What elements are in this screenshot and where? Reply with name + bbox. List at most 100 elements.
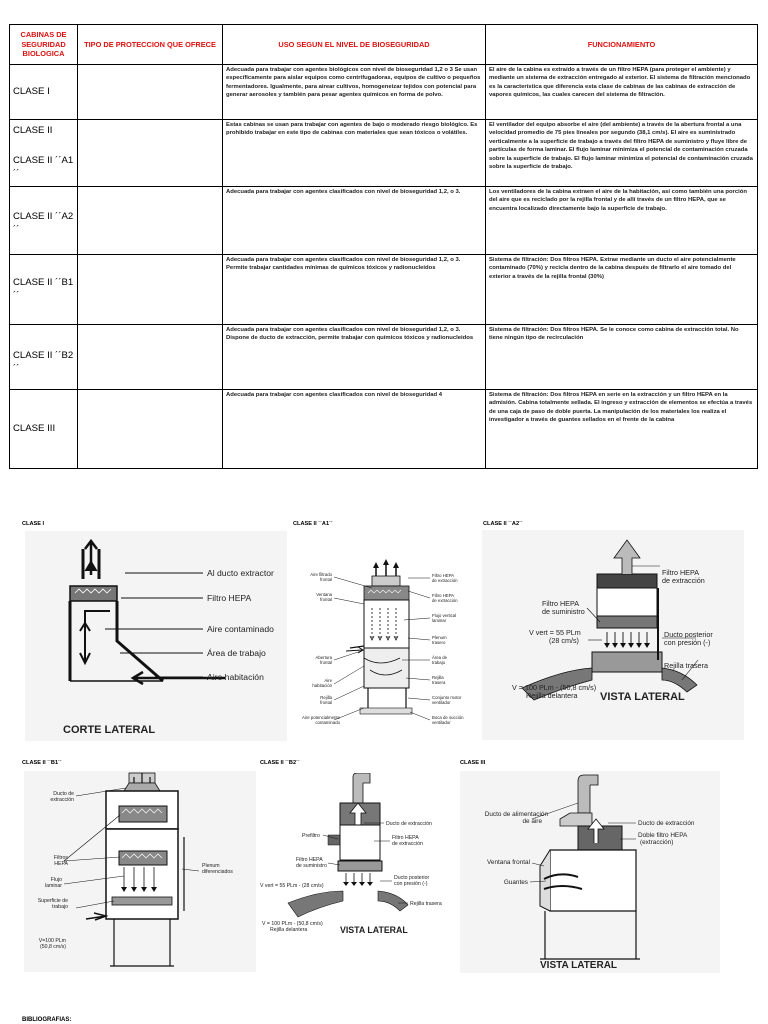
caption-clase-iii: CLASE III [460,760,486,766]
fig3-l2b: de suministro [542,607,585,616]
fig6-l5: Guantes [504,879,528,886]
fig5-l2: Prefiltro [302,833,320,839]
header-funcionamiento: FUNCIONAMIENTO [485,24,758,65]
fig2-r3b: laminar [432,618,447,623]
fig2-r6: Rejilla [432,675,444,680]
func-cell: Los ventiladores de la cabina extraen el… [485,186,758,255]
fig5-l5: V vert = 55 PLm - (28 cm/s) [260,883,324,889]
fig3-l4: Ducto posterior [664,630,713,639]
fig5-l7: Rejilla trasera [410,901,442,907]
fig4-l1: Ducto de [53,791,74,797]
fig4-l3: Flujo [51,877,62,883]
table-row: CLASE III Adecuada para trabajar con age… [9,389,758,469]
fig3-l1b: de extracción [662,576,705,585]
fig1-label-hepa: Filtro HEPA [207,593,252,603]
fig3-l3: V vert = 55 PLm [529,628,581,637]
func-cell: El aire de la cabina es extraído a travé… [485,64,758,120]
fig5-title: VISTA LATERAL [340,925,408,935]
fig2-l1b: frontal [320,577,332,582]
clase-i-diagram: Al ducto extractor Filtro HEPA Aire cont… [25,531,287,741]
fig4-l4: Superficie de [38,898,68,904]
fig2-r4b: trasero [432,640,446,645]
fig2-r4: Plenum [432,635,447,640]
fig5-l4: Filtro HEPA [296,857,323,863]
fig2-r5b: trabajo [432,660,446,665]
caption-clase-ii-a1: CLASE II ´´A1´´ [293,521,333,527]
header-tipo-proteccion: TIPO DE PROTECCION QUE OFRECE [77,24,223,65]
fig5-l6: Ducto posterior [394,875,429,881]
caption-clase-ii-b2: CLASE II ´´B2´´ [260,760,300,766]
uso-cell: Estas cabinas se usan para trabajar con … [222,119,486,187]
table-row: CLASE I Adecuada para trabajar con agent… [9,64,758,120]
fig2-l3: Abertura [316,655,333,660]
uso-cell: Adecuada para trabajar con agentes clasi… [222,186,486,255]
uso-cell: Adecuada para trabajar con agentes clasi… [222,324,486,390]
fig5-l4b: de suministro [296,863,327,869]
fig3-title: VISTA LATERAL [600,691,685,703]
table-row: CLASE II ´´B1´´ Adecuada para trabajar c… [9,254,758,325]
fig4-l6: Plenum [202,863,220,869]
tipo-cell [77,254,223,325]
class-cell: CLASE II ´´A2´´ [9,186,78,255]
fig6-l1: Ducto de alimentación [485,811,549,818]
class-cell: CLASE II ´´B1´´ [9,254,78,325]
fig6-l4: Ventana frontal [487,859,530,866]
fig4-l1b: extracción [50,797,74,803]
fig2-r1: Filtro HEPA [432,573,454,578]
fig6-l1b: de aire [522,818,542,825]
fig4-l5b: (50,8 cm/s) [40,944,66,950]
fig6-l2: Ducto de extracción [638,820,695,827]
fig2-l2: Ventana [316,592,332,597]
fig4-l3b: laminar [45,883,62,889]
fig3-l6b: Rejilla delantera [526,691,578,700]
fig2-r6b: trasera [432,680,446,685]
uso-cell: Adecuada para trabajar con agentes bioló… [222,64,486,120]
class-label: CLASE II [13,125,53,136]
fig6-l3: Doble filtro HEPA [638,832,688,839]
uso-cell: Adecuada para trabajar con agentes clasi… [222,254,486,325]
tipo-cell [77,389,223,469]
fig5-l3: Filtro HEPA [392,835,419,841]
fig1-label-ducto: Al ducto extractor [207,568,274,578]
fig2-l6b: contaminado [315,720,340,725]
func-cell: El ventilador del equipo absorbe el aire… [485,119,758,187]
fig2-r7: Conjunto motor [432,695,462,700]
fig6-title: VISTA LATERAL [540,960,617,971]
fig2-r5: Área de [432,655,448,660]
tipo-cell [77,324,223,390]
fig1-label-area-trabajo: Área de trabajo [207,648,266,658]
fig2-r1b: de extracción [432,578,458,583]
fig3-l6: V = 100 PLm - (50,8 cm/s) [512,683,596,692]
fig3-l4b: con presión (-) [664,638,710,647]
fig3-l5: Rejilla trasera [664,661,708,670]
fig2-r3: Flujo vertical [432,613,456,618]
class-cell: CLASE III [9,389,78,469]
fig5-l8: V = 100 PLm - (50,8 cm/s) [262,921,323,927]
tipo-cell [77,119,223,187]
class-cell: CLASE II ´´B2´´ [9,324,78,390]
clase-ii-b2-diagram: Ducto de extracción Prefiltro Filtro HEP… [260,773,442,935]
fig2-r2: Filtro HEPA [432,593,454,598]
header-cabinas: CABINAS DE SEGURIDAD BIOLOGICA [9,24,78,65]
func-cell: Sistema de filtración: Dos filtros HEPA … [485,389,758,469]
caption-clase-ii-b1: CLASE II ´´B1´´ [22,760,62,766]
fig5-l6b: con presión (-) [394,881,428,887]
tipo-cell [77,64,223,120]
fig4-l6b: diferenciados [202,869,233,875]
fig3-l2: Filtro HEPA [542,599,579,608]
class-cell: CLASE II CLASE II ´´A1´´ [9,119,78,187]
fig3-l3b: (28 cm/s) [549,636,579,645]
table-row: CLASE II CLASE II ´´A1´´ Estas cabinas s… [9,119,758,187]
func-cell: Sistema de filtración: Dos filtros HEPA.… [485,324,758,390]
fig2-l1: Aire filtrado [310,572,332,577]
fig1-label-aire-habitacion: Aire habitación [207,672,264,682]
fig2-r2b: de extracción [432,598,458,603]
fig5-l3b: de extracción [392,841,423,847]
fig1-title: CORTE LATERAL [63,724,155,736]
fig4-l5: V=100 PLm [39,938,66,944]
table-header-row: CABINAS DE SEGURIDAD BIOLOGICA TIPO DE P… [9,24,758,65]
bibliography-heading: BIBLIOGRAFIAS: [22,1017,72,1023]
